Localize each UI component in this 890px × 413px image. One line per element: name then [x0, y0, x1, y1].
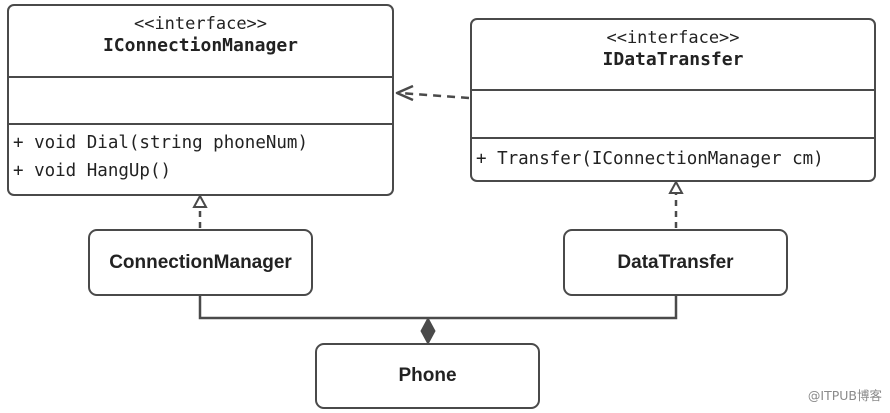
operations-compartment: + void Dial(string phoneNum) + void Hang… [9, 125, 392, 185]
operations-compartment: + Transfer(IConnectionManager cm) [472, 139, 874, 173]
operation-dial: + void Dial(string phoneNum) [13, 133, 309, 153]
class-name: DataTransfer [617, 251, 734, 273]
dependency-line [399, 91, 470, 100]
composition-diamond [420, 316, 436, 346]
class-name: ConnectionManager [109, 251, 292, 273]
class-phone: Phone [315, 343, 540, 409]
realization-arrowhead-connection-manager [192, 193, 208, 208]
stereotype-label: <<interface>> [133, 14, 268, 34]
watermark-text: @ITPUB博客 [807, 388, 882, 403]
class-connectionmanager: ConnectionManager [88, 229, 313, 296]
realization-arrowhead-data-transfer [668, 179, 684, 194]
stereotype-label: <<interface>> [606, 28, 740, 48]
operation-transfer: + Transfer(IConnectionManager cm) [476, 149, 824, 169]
attributes-compartment [472, 91, 874, 139]
class-name: Phone [398, 365, 457, 386]
composition-line [198, 295, 678, 320]
interface-iconnectionmanager: <<interface>> IConnectionManager + void … [7, 4, 394, 196]
operation-hangup: + void HangUp() [13, 161, 172, 181]
dependency-arrowhead [395, 84, 414, 102]
interface-name: IConnectionManager [102, 35, 299, 56]
interface-idatatransfer: <<interface>> IDataTransfer + Transfer(I… [470, 18, 876, 182]
interface-header: <<interface>> IDataTransfer [472, 20, 874, 91]
attributes-compartment [9, 78, 392, 125]
interface-name: IDataTransfer [602, 49, 744, 70]
interface-header: <<interface>> IConnectionManager [9, 6, 392, 78]
class-datatransfer: DataTransfer [563, 229, 788, 296]
